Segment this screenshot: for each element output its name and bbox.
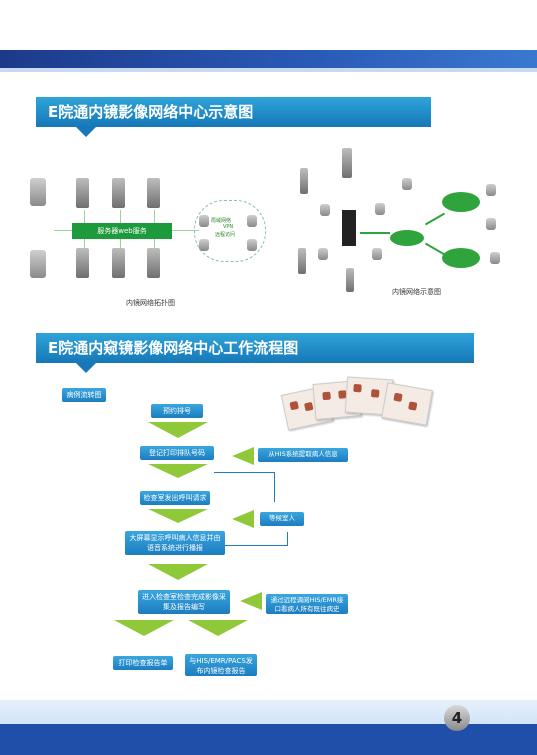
- page-number: 4: [444, 705, 470, 731]
- endoscope-cart-icon: [147, 178, 160, 208]
- cloud-line: VPN: [223, 224, 234, 230]
- endoscope-cart-icon: [346, 268, 354, 292]
- link-line: [424, 212, 446, 226]
- flow-arrow-down: [148, 422, 208, 438]
- cloud-line: 局域网络: [211, 218, 232, 224]
- pc-icon: [318, 248, 328, 260]
- workstation-icon: [30, 250, 46, 278]
- flow-step-appointment: 预约排号: [151, 404, 203, 418]
- pc-icon: [247, 215, 257, 227]
- pc-icon: [199, 215, 209, 227]
- cloud-line: 远程访问: [215, 232, 236, 238]
- workstation-icon: [30, 178, 46, 206]
- header-band: [0, 50, 537, 70]
- link-line: [360, 232, 390, 234]
- section2-title-notch: [76, 363, 96, 373]
- pc-icon: [486, 184, 496, 196]
- connector-line: [214, 472, 274, 473]
- flow-arrow-down: [148, 464, 208, 478]
- pc-icon: [402, 178, 412, 190]
- flow-step-call-request: 检查室发出呼叫请求: [140, 491, 210, 505]
- report-photo: [381, 382, 433, 426]
- flow-step-register: 登记打印排队号码: [140, 446, 214, 460]
- flow-arrow-left: [240, 592, 262, 610]
- network-caption: 内镜网络示意图: [392, 288, 441, 296]
- connector-line: [287, 532, 288, 546]
- pc-icon: [247, 239, 257, 251]
- endoscope-cart-icon: [76, 248, 89, 278]
- side-remote: 通过远程调阅HIS/EMR接口看病人所有既往病史: [266, 594, 348, 614]
- flow-step-exam: 进入检查室检查完成影像采集及报告编写: [138, 590, 230, 614]
- endoscope-cart-icon: [147, 248, 160, 278]
- endoscopy-photos: [280, 376, 434, 448]
- section2-title: E院通内窥镜影像网络中心工作流程图: [36, 333, 474, 363]
- side-wait: 等候室人: [260, 512, 304, 526]
- flow-arrow-left: [232, 510, 254, 528]
- pc-icon: [199, 239, 209, 251]
- flow-arrow-down: [148, 509, 208, 523]
- side-his: 从HIS系统提取病人信息: [258, 448, 348, 462]
- network-cloud: 局域网络 VPN 远程访问: [194, 200, 266, 262]
- endoscope-cart-icon: [76, 178, 89, 208]
- connector-line: [274, 472, 275, 502]
- topology-caption: 内镜网络拓扑图: [126, 299, 175, 307]
- web-server-bar: 服务器web服务: [72, 223, 172, 239]
- flow-arrow-down-left: [114, 620, 174, 636]
- database-icon: [390, 230, 424, 246]
- footer-band: [0, 724, 537, 755]
- endoscope-cart-icon: [298, 248, 306, 274]
- flow-arrow-left: [232, 447, 254, 465]
- section1-title-notch: [76, 127, 96, 137]
- pc-icon: [490, 252, 500, 264]
- connector-line: [225, 545, 287, 546]
- flow-arrow-down-right: [188, 620, 248, 636]
- network-diagram: [290, 148, 520, 293]
- pc-icon: [486, 218, 496, 230]
- endoscope-cart-icon: [300, 168, 308, 194]
- endoscope-cart-icon: [112, 248, 125, 278]
- pc-icon: [372, 248, 382, 260]
- flow-step-print: 打印检查报告单: [113, 656, 173, 670]
- header-band-shadow: [0, 68, 537, 72]
- database-icon: [442, 192, 480, 212]
- endoscope-cart-icon: [112, 178, 125, 208]
- section1-title: E院通内镜影像网络中心示意图: [36, 97, 431, 127]
- pc-icon: [320, 204, 330, 216]
- flow-step-case: 病例流转图: [62, 388, 106, 402]
- flow-step-publish: 与HIS/EMR/PACS发布内镜检查报告: [185, 654, 257, 676]
- pc-icon: [375, 203, 385, 215]
- server-rack-icon: [342, 210, 356, 246]
- endoscope-cart-icon: [342, 148, 352, 178]
- flow-step-display: 大屏幕显示呼叫病人信息并由语音系统进行播报: [125, 531, 225, 555]
- flow-arrow-down: [148, 564, 208, 580]
- database-icon: [442, 248, 480, 268]
- link-line: [424, 242, 446, 256]
